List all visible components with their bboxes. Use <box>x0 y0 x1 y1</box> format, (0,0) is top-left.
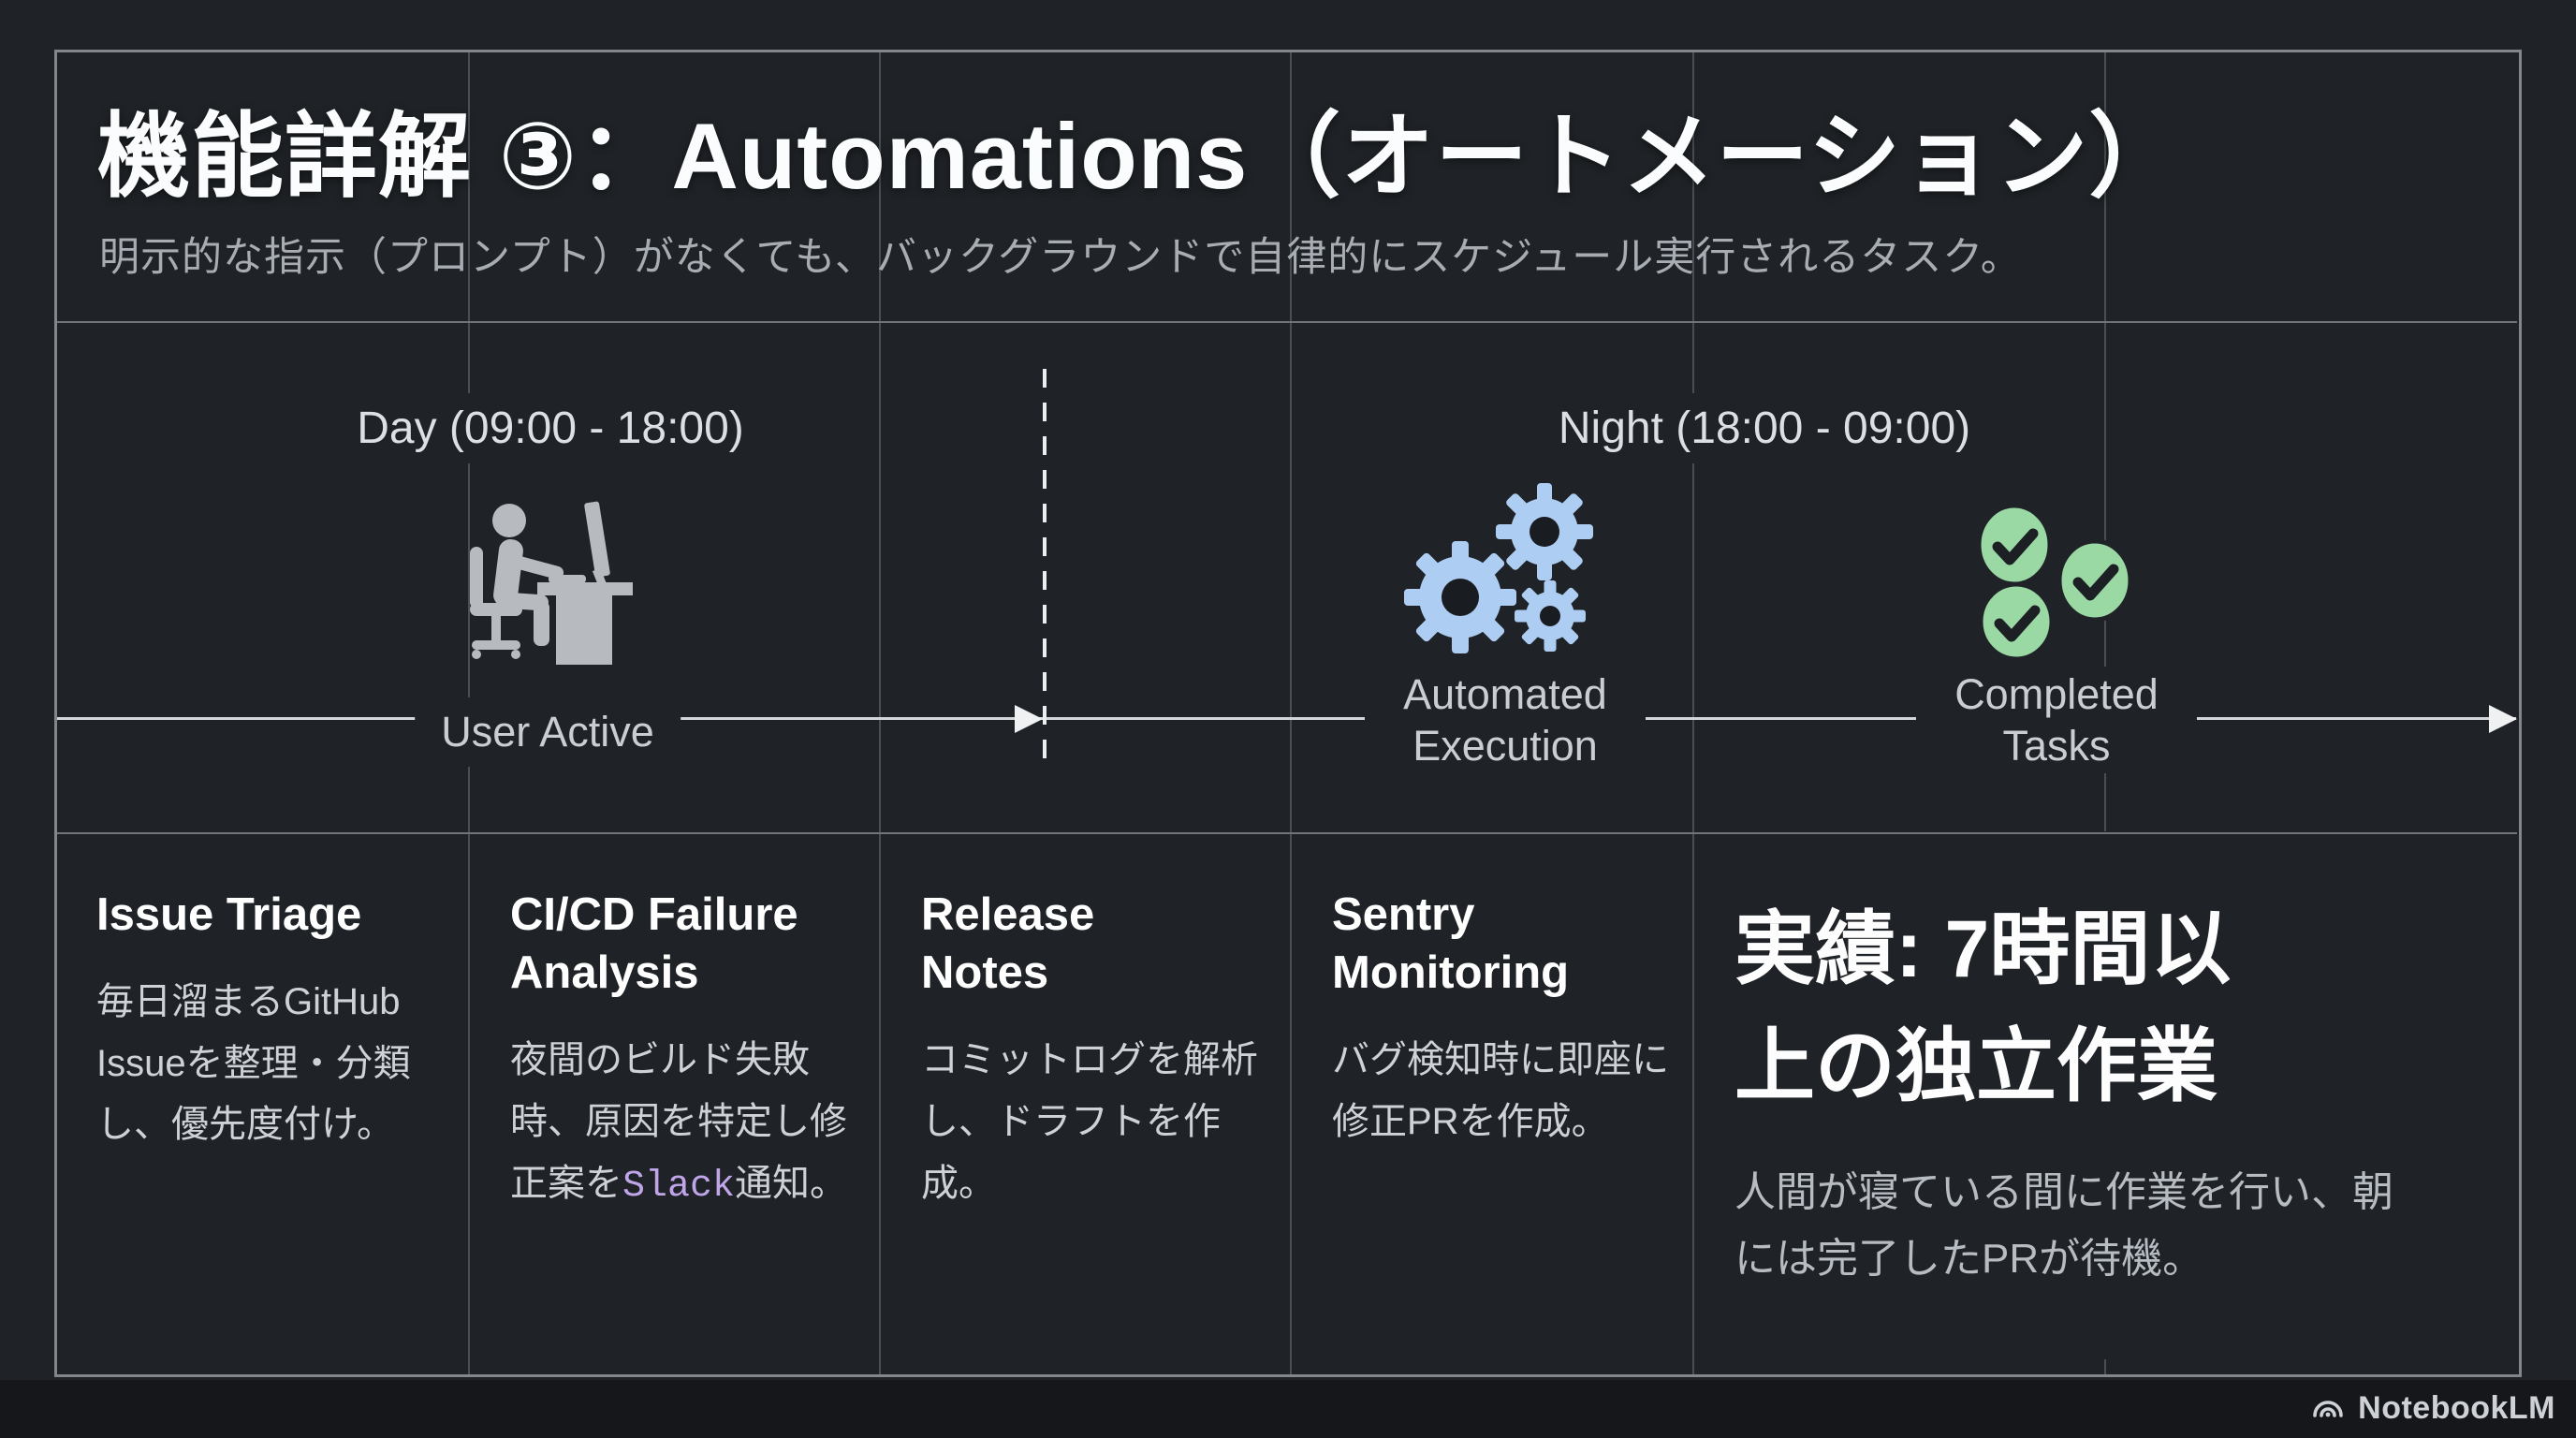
day-night-divider-dashed-line <box>1043 369 1046 773</box>
day-period-label: Day (09:00 - 18:00) <box>332 393 768 463</box>
task-body-text: 夜間のビルド失敗時、原因を特定し修正案を <box>510 1039 847 1204</box>
automation-gears-icon <box>1404 477 1606 673</box>
completed-checks-icon <box>1969 503 2142 666</box>
stage-label-user-active: User Active <box>415 697 681 767</box>
grid-column-line-4 <box>1692 52 1694 1374</box>
task-heading: Issue Triage <box>96 889 362 940</box>
grid-column-line-2 <box>879 52 881 1374</box>
stage-label-automated-execution: Automated Execution <box>1365 667 1646 773</box>
notebooklm-logo-icon <box>2313 1401 2343 1417</box>
timeline-end-arrow-icon <box>2489 705 2517 733</box>
page-subtitle: 明示的な指示（プロンプト）がなくても、バックグラウンドで自律的にスケジュール実行… <box>99 235 2022 280</box>
checkmarks-glyph <box>1976 503 2133 662</box>
grid-column-line-3 <box>1290 52 1292 1374</box>
grid-row-line-header <box>57 321 2517 323</box>
brand-name: NotebookLM <box>2358 1389 2555 1426</box>
highlight-result-card: 実績: 7時間以上の独立作業 人間が寝ている間に作業を行い、朝には完了したPRが… <box>1734 886 2483 1292</box>
grid-row-line-timeline <box>57 832 2517 834</box>
task-body: コミットログを解析し、ドラフトを作成。 <box>921 1039 1258 1204</box>
task-heading: Release Notes <box>921 889 1095 999</box>
user-at-desk-icon <box>457 483 644 675</box>
timeline-mid-arrow-icon <box>1015 705 1043 733</box>
brand-footer: NotebookLM <box>2309 1389 2555 1427</box>
night-period-label: Night (18:00 - 09:00) <box>1533 393 1996 463</box>
task-heading: CI/CD Failure Analysis <box>510 889 798 999</box>
task-body: 毎日溜まるGitHub Issueを整理・分類し、優先度付け。 <box>96 981 411 1146</box>
slide-frame <box>54 50 2522 1377</box>
grid-column-line-5-stub <box>2104 1359 2106 1374</box>
person-at-desk-glyph <box>470 501 633 665</box>
highlight-body: 人間が寝ている間に作業を行い、朝には完了したPRが待機。 <box>1734 1169 2393 1282</box>
bottom-strip <box>0 1380 2576 1438</box>
grid-column-line-5 <box>2104 52 2106 831</box>
task-body-text: 通知。 <box>735 1162 848 1204</box>
highlight-heading: 実績: 7時間以上の独立作業 <box>1734 904 2232 1111</box>
slack-code-text: Slack <box>622 1165 736 1208</box>
task-card-issue-triage: Issue Triage 毎日溜まるGitHub Issueを整理・分類し、優先… <box>96 886 435 1156</box>
task-body: バグ検知時に即座に修正PRを作成。 <box>1332 1039 1669 1143</box>
task-heading: Sentry Monitoring <box>1332 889 1570 999</box>
gears-glyph <box>1404 483 1593 653</box>
timeline-axis <box>57 717 2516 720</box>
stage-label-completed-tasks: Completed Tasks <box>1916 667 2197 773</box>
task-card-sentry-monitoring: Sentry Monitoring バグ検知時に即座に修正PRを作成。 <box>1332 886 1676 1153</box>
task-card-release-notes: Release Notes コミットログを解析し、ドラフトを作成。 <box>921 886 1266 1214</box>
page-title: 機能詳解 ③：Automations（オートメーション） <box>97 104 2183 208</box>
task-body: 夜間のビルド失敗時、原因を特定し修正案をSlack通知。 <box>510 1030 855 1217</box>
task-card-cicd-failure-analysis: CI/CD Failure Analysis 夜間のビルド失敗時、原因を特定し修… <box>510 886 855 1217</box>
